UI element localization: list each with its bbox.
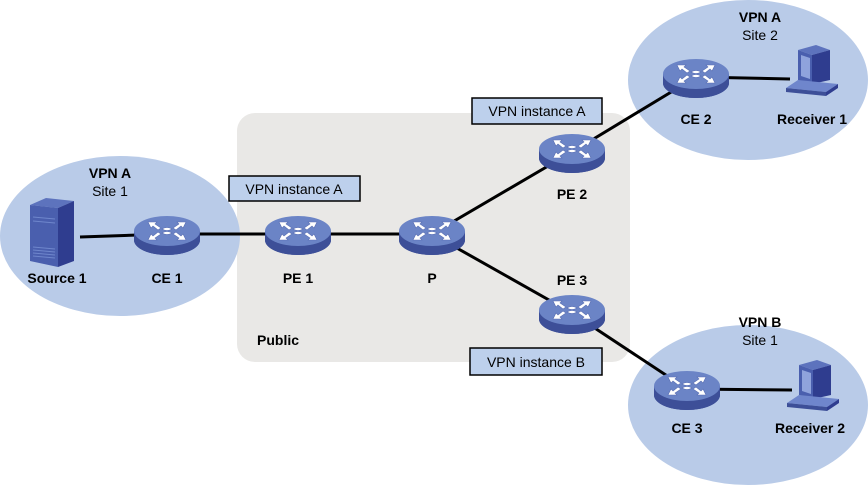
node-label-ce1: CE 1 <box>151 270 182 286</box>
router-icon <box>538 294 606 335</box>
node-label-source1: Source 1 <box>27 270 86 286</box>
node-label-pe1: PE 1 <box>283 270 314 286</box>
vpn-instance-pe2-label: VPN instance A <box>488 103 586 119</box>
node-label-p: P <box>427 270 436 286</box>
node-pe3: PE 3 <box>538 272 606 335</box>
site-b1-vpn-label: VPN B <box>739 314 782 330</box>
router-icon <box>662 58 730 99</box>
node-label-ce3: CE 3 <box>671 420 702 436</box>
router-icon <box>264 215 332 256</box>
node-pe1: PE 1 <box>264 215 332 286</box>
node-receiver1: Receiver 1 <box>777 45 847 127</box>
router-icon <box>538 133 606 174</box>
node-ce1: CE 1 <box>133 215 201 286</box>
node-ce3: CE 3 <box>653 370 721 436</box>
node-pe2: PE 2 <box>538 133 606 202</box>
node-receiver2: Receiver 2 <box>775 360 845 436</box>
vpn-instance-box-pe1: VPN instance A <box>228 175 361 202</box>
router-icon <box>398 215 466 256</box>
public-label: Public <box>257 332 299 348</box>
server-icon <box>29 197 75 268</box>
router-icon <box>653 370 721 411</box>
router-icon <box>133 215 201 256</box>
vpn-instance-box-pe2: VPN instance A <box>471 97 603 125</box>
node-source1: Source 1 <box>27 197 87 286</box>
site-a2-site-label: Site 2 <box>742 27 778 43</box>
site-b1-site-label: Site 1 <box>742 332 778 348</box>
node-label-receiver2: Receiver 2 <box>775 420 845 436</box>
node-label-ce2: CE 2 <box>680 111 711 127</box>
node-label-pe2: PE 2 <box>557 186 588 202</box>
node-label-pe3: PE 3 <box>557 272 588 288</box>
vpn-instance-pe1-label: VPN instance A <box>245 181 343 197</box>
node-label-receiver1: Receiver 1 <box>777 111 847 127</box>
site-a1-vpn-label: VPN A <box>89 165 131 181</box>
site-a2-vpn-label: VPN A <box>739 9 781 25</box>
vpn-instance-pe3-label: VPN instance B <box>487 354 585 370</box>
site-vpn-a-site-2 <box>628 0 868 160</box>
vpn-instance-box-pe3: VPN instance B <box>469 347 603 376</box>
site-a1-site-label: Site 1 <box>92 183 128 199</box>
node-p: P <box>398 215 466 286</box>
node-ce2: CE 2 <box>662 58 730 127</box>
